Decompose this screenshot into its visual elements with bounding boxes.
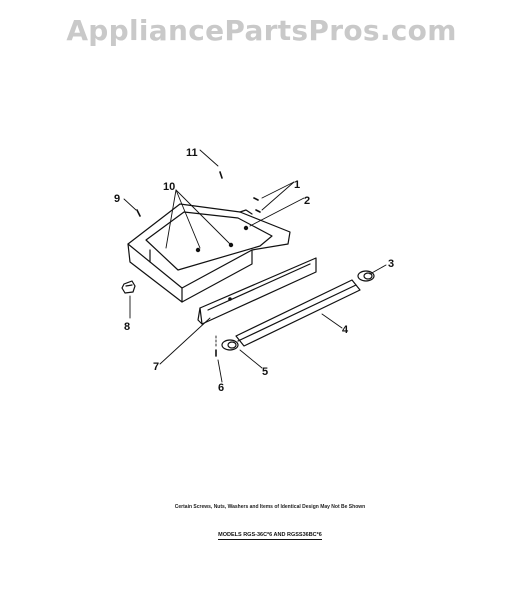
callout-8: 8 [124, 321, 130, 333]
callout-6: 6 [218, 382, 224, 394]
screw-1a [253, 197, 259, 201]
model-caption-text: MODELS RGS-36C*6 AND RGSS36BC*6 [218, 532, 322, 540]
drawer-handle [235, 279, 361, 347]
callout-4: 4 [342, 324, 349, 336]
screw-11 [219, 171, 223, 179]
end-cap-3 [357, 270, 375, 282]
model-caption: MODELS RGS-36C*6 AND RGSS36BC*6 [100, 532, 440, 540]
clip-part [121, 280, 136, 294]
callout-2: 2 [304, 195, 310, 207]
screw-1b [255, 209, 261, 213]
callout-5: 5 [262, 366, 268, 378]
callout-11: 11 [186, 147, 198, 159]
disclaimer-note: Certain Screws, Nuts, Washers and Items … [174, 504, 366, 510]
callout-3: 3 [388, 258, 394, 270]
callout-1: 1 [294, 179, 300, 191]
drawer-front [197, 257, 317, 325]
watermark-logo: AppliancePartsPros.com [66, 14, 457, 47]
screw-9 [136, 209, 141, 217]
end-cap-5 [221, 339, 239, 351]
drawer-pan [127, 203, 291, 303]
callout-9: 9 [114, 193, 120, 205]
callout-7: 7 [153, 361, 159, 373]
leader-lines [123, 149, 387, 383]
callout-10: 10 [163, 181, 175, 193]
